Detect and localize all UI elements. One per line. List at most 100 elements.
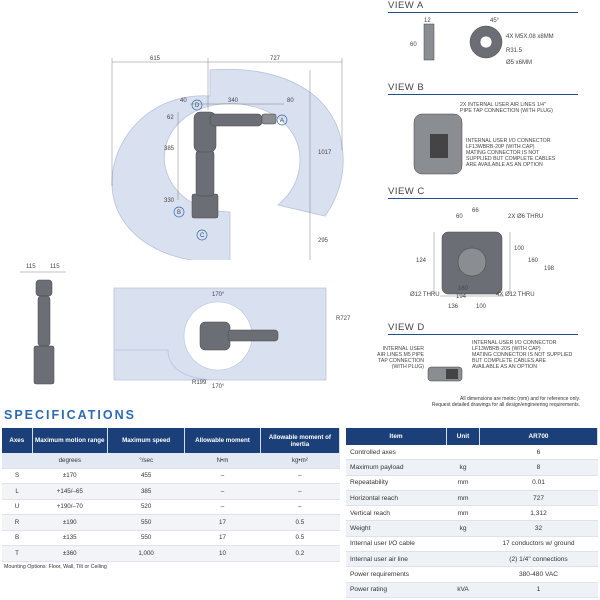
view-d-right-5: AVAILABLE AS AN OPTION [472, 364, 537, 370]
view-c-dim-100: 100 [514, 246, 525, 252]
front-view-drawing: 115 115 [20, 264, 66, 385]
view-d-right-1: INTERNAL USER I/O CONNECTOR [472, 340, 557, 346]
top-dim-r727: R727 [336, 316, 351, 322]
spec-value: 0.01 [479, 475, 598, 491]
spec-item: Repeatability [346, 475, 447, 491]
axis-speed: 1,000 [107, 545, 185, 562]
view-c-dim-160: 160 [528, 258, 539, 264]
spec-item: Horizontal reach [346, 490, 447, 507]
view-c-dim-124: 124 [416, 258, 427, 264]
front-dim-115-right: 115 [50, 264, 60, 270]
view-a-rule [388, 12, 578, 13]
view-c-dim-160b: 160 [458, 286, 469, 292]
table-row: Controlled axes 6 [346, 445, 598, 461]
dim-615: 615 [150, 56, 161, 62]
view-c-dim-60: 60 [456, 214, 463, 220]
axis-name: U [2, 499, 33, 515]
view-b-drawing [413, 113, 463, 175]
view-a-note-1: 4X M5X.08 x8MM [506, 34, 554, 40]
axis-range: ±360 [32, 545, 108, 562]
axis-range: ±190 [32, 514, 108, 531]
view-c-dim-194: 194 [456, 294, 467, 300]
view-d-right-3: MATING CONNECTOR IS NOT SUPPLIED [472, 352, 573, 358]
view-d-connector-note: INTERNAL USER I/O CONNECTOR LF13WBRB-20S… [472, 340, 572, 370]
axis-speed: 455 [107, 468, 185, 484]
callout-c: C [200, 233, 205, 239]
view-d-right-4: BUT COMPLETE CABLES ARE [472, 358, 546, 364]
spec-value: 6 [479, 445, 598, 461]
table-row: Internal user air line (2) 1/4" connecti… [346, 551, 598, 568]
view-d-right-2: LF13WBRB-20S (WITH CAP) [472, 346, 541, 352]
view-d-left-1: INTERNAL USER [382, 346, 424, 352]
table-row: L +145/–65 385 – – [2, 483, 340, 500]
robot-top [199, 321, 279, 351]
view-callouts [173, 99, 288, 241]
view-c-dim-12thru: Ø12 THRU [410, 292, 440, 298]
spec-unit: mm [446, 490, 480, 507]
view-b-note-5: MATING CONNECTOR IS NOT [466, 150, 540, 156]
spec-item: Internal user I/O cable [346, 536, 447, 553]
table-row: Power requirements 380-480 VAC [346, 566, 598, 583]
axis-speed: 385 [107, 483, 185, 500]
view-b-note-4: LF13WBRB-20P (WITH CAP) [466, 144, 535, 150]
table-row: R ±190 550 17 0.5 [2, 514, 340, 531]
dim-40: 40 [180, 98, 187, 104]
view-b-airline-note: 2X INTERNAL USER AIR LINES 1/4" PIPE TAP… [460, 102, 553, 114]
view-d-airline-note: INTERNAL USER AIR LINES M5 PIPE TAP CONN… [362, 346, 424, 370]
spec-item: Power rating [346, 582, 447, 598]
table-row: Repeatability mm 0.01 [346, 475, 598, 491]
view-d-rule [388, 334, 578, 335]
view-c-dim-66: 66 [472, 208, 479, 214]
spec-unit: kVA [446, 582, 480, 598]
axis-moment: – [184, 483, 261, 500]
spec-item: Power requirements [346, 566, 447, 583]
spec-value: 32 [479, 520, 598, 537]
view-b-rule [388, 94, 578, 95]
specifications-heading: SPECIFICATIONS [4, 408, 136, 422]
table-row: B ±135 550 17 0.5 [2, 530, 340, 546]
spec-unit [446, 551, 480, 568]
spec-value: 17 conductors w/ ground [479, 536, 598, 553]
spec-item: Maximum payload [346, 459, 447, 476]
spec-unit [446, 445, 480, 461]
spec-header-unit: Unit [446, 428, 480, 445]
footnote-line-1: All dimensions are metric (mm) and for r… [460, 396, 580, 402]
view-c-dim-100b: 100 [476, 304, 487, 310]
axis-moment: 10 [184, 545, 261, 562]
table-row: S ±170 455 – – [2, 468, 340, 484]
dim-727: 727 [270, 56, 281, 62]
top-dim-r199: R199 [192, 380, 207, 386]
view-a-note-3: Ø5 x6MM [506, 60, 532, 66]
unit-range: degrees [32, 453, 108, 469]
view-b-note-6: SUPPLIED BUT COMPLETE CABLES [466, 156, 556, 162]
view-c-dim-2x6: 2X Ø6 THRU [508, 214, 543, 220]
axis-name: B [2, 530, 33, 546]
view-d-title: VIEW D [388, 322, 425, 333]
spec-header-model: AR700 [479, 428, 598, 445]
axis-moment: 17 [184, 530, 261, 546]
spec-value: 727 [479, 490, 598, 507]
axes-header-moment: Allowable moment [184, 428, 261, 453]
axis-name: R [2, 514, 33, 531]
view-d-drawing [427, 366, 463, 382]
top-dim-170-lower: 170° [212, 384, 225, 390]
view-c-rule [388, 198, 578, 199]
view-d-left-3: TAP CONNECTION [378, 358, 424, 364]
axis-range: ±170 [32, 468, 108, 484]
axis-range: +190/–70 [32, 499, 108, 515]
axes-header-inertia: Allowable moment of inertia [260, 428, 341, 453]
dim-80: 80 [287, 98, 294, 104]
spec-item: Vertical reach [346, 505, 447, 522]
spec-unit: kg [446, 520, 480, 537]
footnote-line-2: Request detailed drawings for all design… [431, 402, 580, 408]
dim-62: 62 [167, 115, 174, 121]
axis-range: ±135 [32, 530, 108, 546]
spec-table: Item Unit AR700 Controlled axes 6 Maximu… [346, 428, 598, 598]
unit-speed: °/sec [107, 453, 185, 469]
view-a-title: VIEW A [388, 0, 424, 11]
dim-385: 385 [164, 146, 175, 152]
top-dim-170-upper: 170° [212, 292, 225, 298]
dim-1017: 1017 [318, 150, 332, 156]
spec-value: 1,312 [479, 505, 598, 522]
axis-speed: 550 [107, 514, 185, 531]
